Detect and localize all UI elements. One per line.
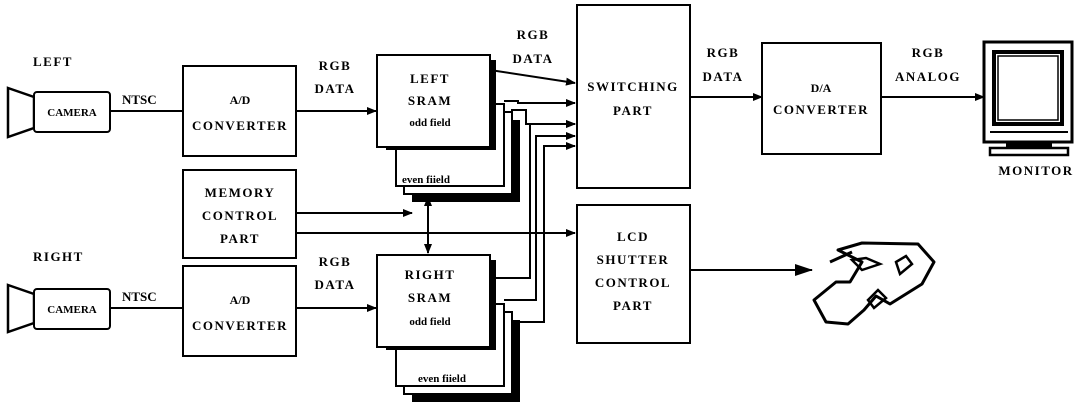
top-rgb-line1: RGB: [517, 27, 550, 42]
right-camera-label: CAMERA: [47, 304, 97, 316]
switching-line1: SWITCHING: [587, 79, 679, 94]
left-rgb-line1: RGB: [319, 58, 352, 73]
left-sram-line2: SRAM: [408, 93, 452, 108]
right-ad-line1: A/D: [230, 293, 251, 307]
right-camera: CAMERA: [8, 285, 110, 332]
lcd-shutter-control-part: LCD SHUTTER CONTROL PART: [577, 205, 690, 343]
left-sram-even-label: even fiield: [402, 174, 450, 186]
left-ad-converter: A/D CONVERTER: [183, 66, 296, 156]
memory-control-line3: PART: [220, 231, 260, 246]
right-ntsc-label: NTSC: [122, 289, 157, 304]
right-camera-lens-icon: [8, 285, 34, 332]
memory-control-part: MEMORY CONTROL PART: [183, 170, 296, 258]
right-sram-odd-label: odd field: [409, 316, 450, 328]
right-sram-line1: RIGHT: [405, 267, 456, 282]
shutter-glasses-icon: [814, 243, 934, 324]
lcd-line2: SHUTTER: [597, 252, 670, 267]
right-ad-converter: A/D CONVERTER: [183, 266, 296, 356]
left-sram-line1: LEFT: [410, 71, 450, 86]
right-ad-line2: CONVERTER: [192, 318, 288, 333]
left-ad-line2: CONVERTER: [192, 118, 288, 133]
left-ad-line1: A/D: [230, 93, 251, 107]
lcd-line4: PART: [613, 298, 653, 313]
analog-line1: RGB: [912, 45, 945, 60]
right-camera-heading: RIGHT: [33, 249, 84, 264]
left-sram-stack: even fiield LEFT SRAM odd field: [377, 55, 520, 202]
right-rgb-line2: DATA: [315, 277, 356, 292]
right-sram-line2: SRAM: [408, 290, 452, 305]
left-rgb-line2: DATA: [315, 81, 356, 96]
left-camera-heading: LEFT: [33, 54, 73, 69]
switch-rgb-line1: RGB: [707, 45, 740, 60]
left-ntsc-label: NTSC: [122, 92, 157, 107]
lcd-line1: LCD: [617, 229, 649, 244]
analog-line2: ANALOG: [895, 69, 961, 84]
right-rgb-line1: RGB: [319, 254, 352, 269]
left-camera: CAMERA: [8, 88, 110, 137]
monitor-label: MONITOR: [998, 163, 1073, 178]
memory-control-line2: CONTROL: [202, 208, 278, 223]
switching-part: SWITCHING PART: [577, 5, 690, 188]
switching-line2: PART: [613, 103, 653, 118]
left-camera-lens-icon: [8, 88, 34, 137]
da-converter: D/A CONVERTER: [762, 43, 881, 154]
switch-rgb-line2: DATA: [703, 69, 744, 84]
top-rgb-line2: DATA: [513, 51, 554, 66]
da-line2: CONVERTER: [773, 102, 869, 117]
memory-control-line1: MEMORY: [205, 185, 276, 200]
da-line1: D/A: [811, 81, 832, 95]
left-camera-label: CAMERA: [47, 107, 97, 119]
monitor-icon: [984, 42, 1072, 155]
lcd-line3: CONTROL: [595, 275, 671, 290]
right-sram-even-label: even fiield: [418, 373, 466, 385]
left-sram-odd-label: odd field: [409, 117, 450, 129]
